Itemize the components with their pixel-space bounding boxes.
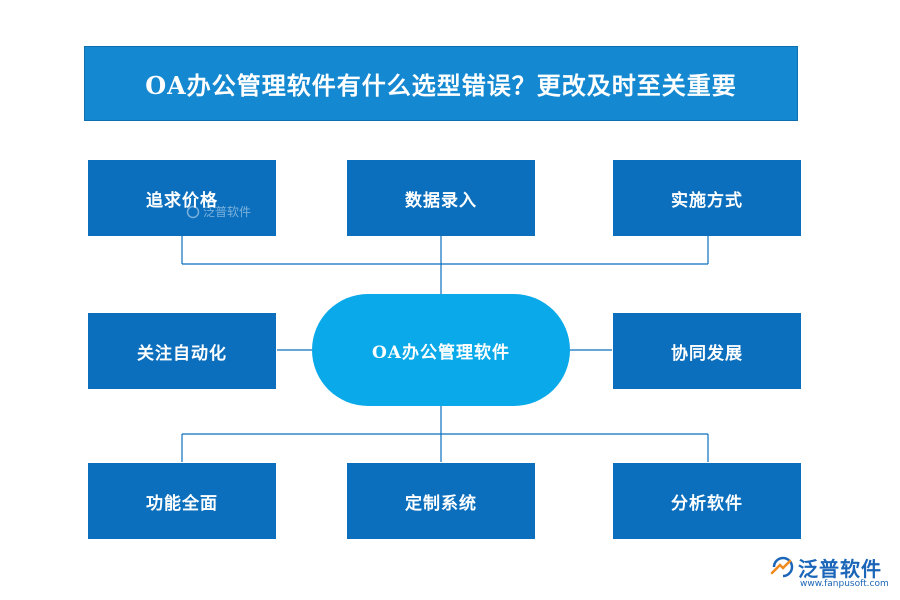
logo-url: www.fanpusoft.com: [800, 579, 889, 589]
watermark: 泛普软件: [186, 203, 251, 220]
center-node: OA办公管理软件: [312, 294, 570, 406]
brand-logo: 泛普软件 www.fanpusoft.com: [770, 553, 895, 595]
watermark-logo-icon: [186, 205, 200, 218]
diagram-title: OA办公管理软件有什么选型错误？更改及时至关重要: [84, 46, 798, 121]
watermark-text: 泛普软件: [203, 205, 252, 219]
node-bottom-left: 功能全面: [88, 463, 276, 539]
node-bottom-right: 分析软件: [613, 463, 801, 539]
node-top-right: 实施方式: [613, 160, 801, 236]
logo-name: 泛普软件: [798, 557, 882, 581]
node-top-middle: 数据录入: [347, 160, 535, 236]
node-middle-right: 协同发展: [613, 313, 801, 389]
node-middle-left: 关注自动化: [88, 313, 276, 389]
node-top-left: 追求价格: [88, 160, 276, 236]
node-bottom-middle: 定制系统: [347, 463, 535, 539]
fanpu-logo-icon: [770, 556, 794, 578]
